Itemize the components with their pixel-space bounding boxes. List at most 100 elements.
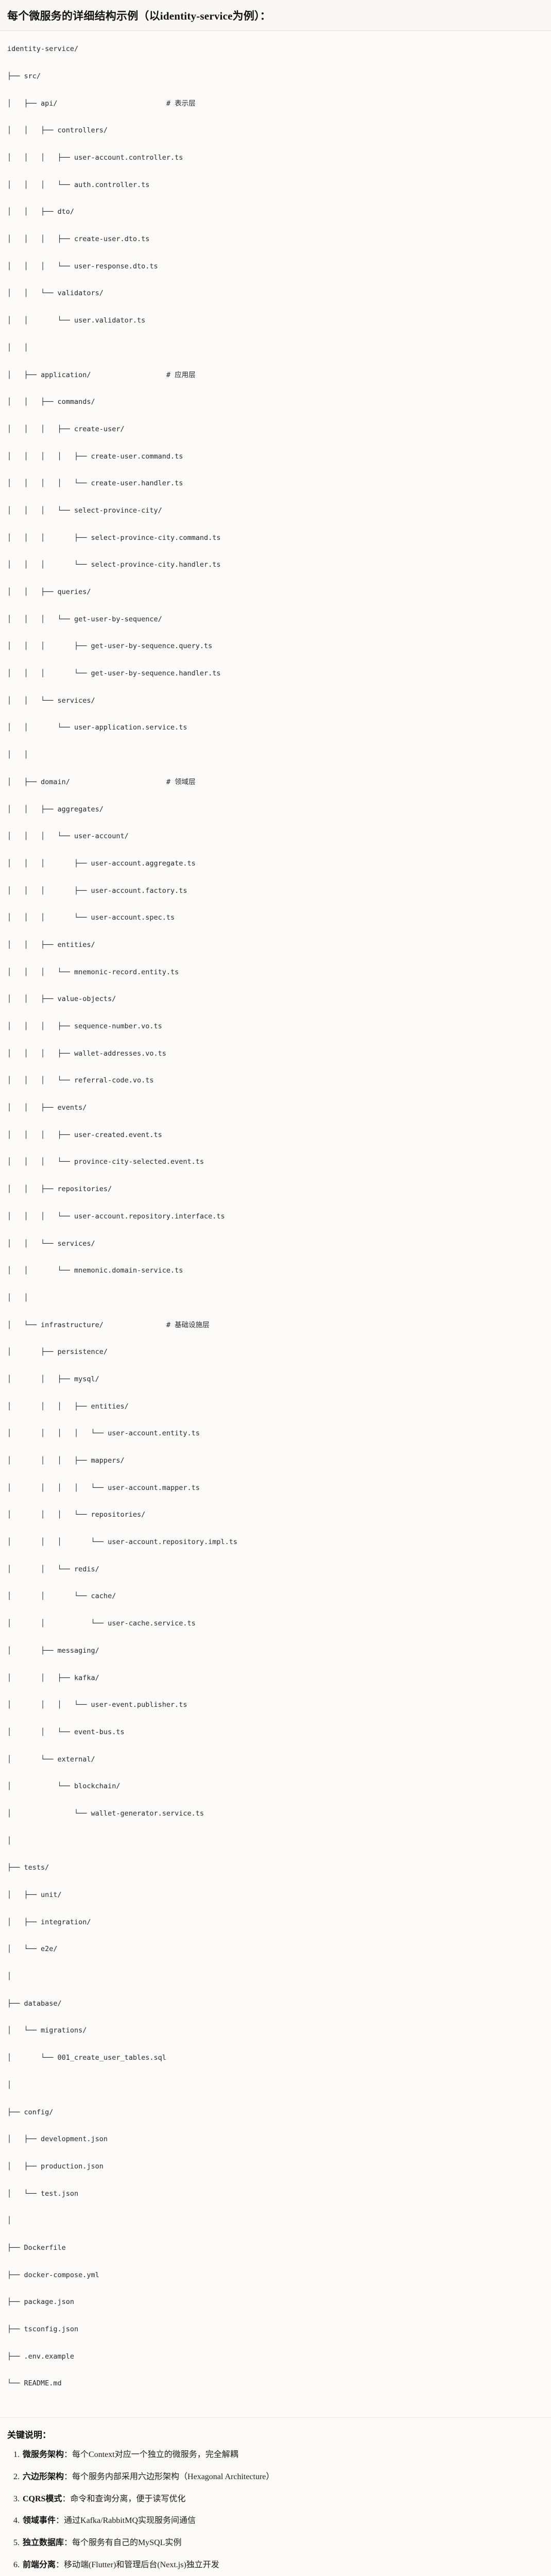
- tree-line: │ │ │ ├── user-account.aggregate.ts: [7, 859, 196, 868]
- directory-tree-block: identity-service/ ├── src/ │ ├── api/ # …: [0, 31, 551, 2418]
- tree-line-path: │ ├── domain/: [7, 777, 166, 786]
- tree-line: │: [7, 2216, 12, 2225]
- tree-line: ├── .env.example: [7, 2352, 75, 2361]
- tree-line: │ │ │ └── auth.controller.ts: [7, 180, 150, 189]
- key-note-description: 通过Kafka/RabbitMQ实现服务间通信: [64, 2516, 196, 2526]
- tree-line: │ │ └── services/: [7, 1239, 95, 1248]
- page-title: 每个微服务的详细结构示例（以identity-service为例）：: [7, 10, 271, 22]
- key-notes-heading: 关键说明：: [7, 2430, 51, 2441]
- tree-line: │ │ └── redis/: [7, 1565, 99, 1573]
- key-note-item: 微服务架构：每个Context对应一个独立的微服务，完全解耦: [22, 2449, 544, 2462]
- tree-line: │ │ │ │ ├── create-user.command.ts: [7, 452, 183, 461]
- tree-line: └── README.md: [7, 2379, 62, 2388]
- tree-line: │ │ │ └── user-account.spec.ts: [7, 913, 175, 922]
- tree-line: │ │ └── services/: [7, 696, 95, 705]
- tree-line: │ │ │ └── get-user-by-sequence.handler.t…: [7, 669, 221, 678]
- key-note-separator: ：: [64, 2450, 73, 2459]
- tree-line: │ │ │ ├── select-province-city.command.t…: [7, 533, 221, 542]
- key-note-separator: ：: [56, 2516, 64, 2526]
- key-note-description: 命令和查询分离，便于读写优化: [70, 2494, 186, 2503]
- tree-line: │ │ ├── dto/: [7, 208, 75, 216]
- tree-line: │ │ │ ├── user-created.event.ts: [7, 1130, 162, 1139]
- key-note-separator: ：: [64, 2538, 73, 2548]
- tree-line: │ └── wallet-generator.service.ts: [7, 1809, 204, 1818]
- tree-line: │ │ │ └── referral-code.vo.ts: [7, 1076, 154, 1085]
- tree-line: │: [7, 2080, 12, 2089]
- tree-line: │ │ ├── value-objects/: [7, 995, 116, 1004]
- tree-line: │: [7, 1836, 12, 1845]
- tree-line: │ │ │ └── repositories/: [7, 1511, 146, 1519]
- tree-line: │ └── test.json: [7, 2189, 79, 2198]
- tree-line: │ │: [7, 1293, 28, 1302]
- tree-line: │ └── migrations/: [7, 2026, 87, 2035]
- tree-line: │ │ ├── kafka/: [7, 1673, 99, 1682]
- tree-line: │ │ │ └── user-account/: [7, 832, 129, 841]
- key-note-separator: ：: [62, 2494, 71, 2503]
- tree-line: │ │ ├── queries/: [7, 588, 91, 597]
- tree-line: │ │ │ └── mnemonic-record.entity.ts: [7, 968, 179, 976]
- tree-line: │ │ ├── aggregates/: [7, 805, 104, 814]
- tree-line: │ │ │ ├── wallet-addresses.vo.ts: [7, 1049, 166, 1058]
- key-note-item: 领域事件：通过Kafka/RabbitMQ实现服务间通信: [22, 2515, 544, 2528]
- tree-line: │ │ │ │ └── user-account.mapper.ts: [7, 1483, 200, 1492]
- tree-line: │ │ ├── controllers/: [7, 126, 108, 135]
- key-note-separator: ：: [56, 2560, 64, 2569]
- tree-line: │ │ │ ├── user-account.controller.ts: [7, 154, 183, 162]
- key-note-item: 前端分离：移动端(Flutter)和管理后台(Next.js)独立开发: [22, 2559, 544, 2572]
- directory-tree: identity-service/ ├── src/ │ ├── api/ # …: [7, 42, 544, 2404]
- tree-line: │ │ │ ├── mappers/: [7, 1456, 125, 1465]
- tree-line: │: [7, 1972, 12, 1981]
- key-note-separator: ：: [64, 2472, 73, 2481]
- tree-line: │ │ ├── commands/: [7, 398, 95, 406]
- key-note-term: 领域事件: [23, 2516, 56, 2526]
- key-note-term: 独立数据库: [23, 2538, 64, 2548]
- tree-line: │ │ │ ├── user-account.factory.ts: [7, 886, 187, 895]
- key-note-description: 每个服务内部采用六边形架构（Hexagonal Architecture）: [72, 2472, 274, 2481]
- tree-line: │ │ ├── mysql/: [7, 1375, 99, 1383]
- tree-line: │ │: [7, 343, 28, 352]
- tree-line: │ │ │ ├── get-user-by-sequence.query.ts: [7, 642, 213, 651]
- tree-line: │ │ │ ├── create-user/: [7, 425, 125, 433]
- key-notes-section: 关键说明： 微服务架构：每个Context对应一个独立的微服务，完全解耦六边形架…: [0, 2417, 551, 2576]
- tree-line: │ │ └── user-cache.service.ts: [7, 1619, 196, 1628]
- tree-line: ├── config/: [7, 2108, 54, 2116]
- key-note-description: 移动端(Flutter)和管理后台(Next.js)独立开发: [64, 2560, 219, 2569]
- tree-line: │ │ └── user.validator.ts: [7, 316, 146, 325]
- tree-line: │ │ └── mnemonic.domain-service.ts: [7, 1266, 183, 1275]
- tree-line: │ ├── domain/ # 领域层: [7, 775, 544, 789]
- tree-line: │ │ │ └── select-province-city.handler.t…: [7, 561, 221, 569]
- tree-line: │ │ │ └── province-city-selected.event.t…: [7, 1158, 204, 1166]
- tree-line: │ ├── api/ # 表示层: [7, 97, 544, 110]
- tree-line: │ └── blockchain/: [7, 1782, 120, 1791]
- tree-line: │ ├── persistence/: [7, 1348, 108, 1357]
- tree-line: │ │ │ └── get-user-by-sequence/: [7, 615, 162, 623]
- tree-line: │ │ │ └── user-account.repository.impl.t…: [7, 1538, 238, 1547]
- key-note-term: CQRS模式: [23, 2494, 62, 2503]
- tree-line: │ ├── integration/: [7, 1918, 91, 1926]
- tree-line-comment: # 表示层: [166, 99, 196, 108]
- tree-line: │ │ └── cache/: [7, 1592, 116, 1601]
- tree-line: │ │ │ └── user-response.dto.ts: [7, 262, 158, 270]
- key-note-term: 六边形架构: [23, 2472, 64, 2481]
- tree-line: │ ├── unit/: [7, 1891, 62, 1900]
- tree-line: │ │ │ ├── entities/: [7, 1402, 129, 1411]
- tree-line: │ └── infrastructure/ # 基础设施层: [7, 1318, 544, 1332]
- tree-line: │ │ │ ├── create-user.dto.ts: [7, 235, 150, 244]
- tree-line: │ ├── production.json: [7, 2162, 104, 2171]
- tree-line: ├── database/: [7, 1999, 62, 2008]
- tree-line-comment: # 领域层: [166, 777, 196, 786]
- tree-line: │ │ ├── repositories/: [7, 1185, 112, 1194]
- key-note-description: 每个Context对应一个独立的微服务，完全解耦: [72, 2450, 238, 2459]
- tree-line: │ │ │ └── select-province-city/: [7, 506, 162, 515]
- tree-line: ├── package.json: [7, 2298, 75, 2307]
- tree-line: │ │: [7, 751, 28, 759]
- tree-line: │ │ │ │ └── user-account.entity.ts: [7, 1429, 200, 1438]
- tree-line-path: │ ├── application/: [7, 370, 166, 379]
- key-note-item: 六边形架构：每个服务内部采用六边形架构（Hexagonal Architectu…: [22, 2471, 544, 2484]
- tree-line-comment: # 基础设施层: [166, 1320, 210, 1329]
- tree-line: │ │ └── validators/: [7, 289, 104, 298]
- tree-line: │ ├── messaging/: [7, 1646, 99, 1655]
- tree-line-comment: # 应用层: [166, 370, 196, 379]
- tree-line: │ │ └── user-application.service.ts: [7, 723, 187, 732]
